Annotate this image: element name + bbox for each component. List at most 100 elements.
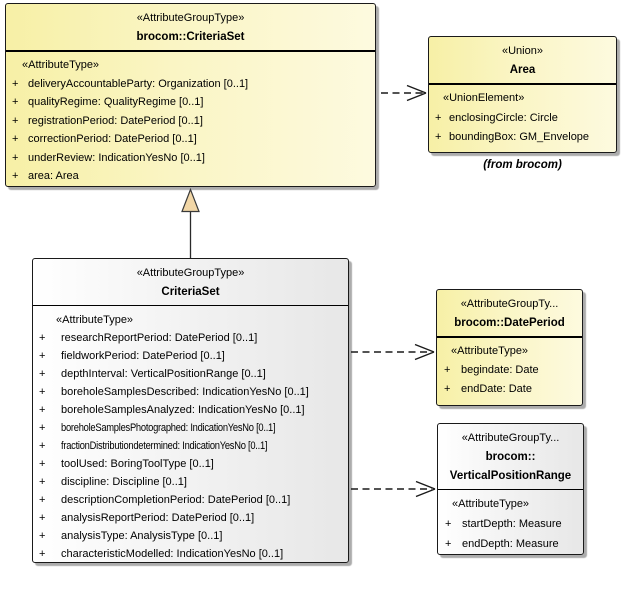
- attribute-row: + underReview: IndicationYesNo [0..1]: [6, 149, 375, 168]
- attribute-text: underReview: IndicationYesNo [0..1]: [28, 151, 205, 164]
- attribute-text: researchReportPeriod: DatePeriod [0..1]: [61, 332, 258, 344]
- class-box-brocom-criteriaset[interactable]: «AttributeGroupType» brocom::CriteriaSet…: [5, 3, 376, 187]
- stereotype-label: «AttributeGroupType»: [136, 267, 245, 279]
- attribute-text: registrationPeriod: DatePeriod [0..1]: [28, 114, 203, 127]
- visibility-plus: +: [39, 422, 46, 434]
- attribute-row: +startDepth: Measure: [438, 514, 583, 534]
- attributes-compartment: «UnionElement» +enclosingCircle: Circle …: [429, 85, 616, 148]
- attribute-text: endDepth: Measure: [462, 538, 559, 550]
- visibility-plus: +: [39, 404, 46, 416]
- visibility-plus: +: [444, 383, 451, 395]
- attribute-row: +correctionPeriod: DatePeriod [0..1]: [6, 130, 375, 149]
- class-box-brocom-dateperiod[interactable]: «AttributeGroupTy... brocom::DatePeriod …: [436, 289, 583, 406]
- visibility-plus: +: [39, 332, 46, 344]
- class-name-line1: brocom::: [485, 451, 536, 463]
- attribute-text: depthInterval: VerticalPositionRange [0.…: [61, 368, 266, 380]
- stereotype-label: «AttributeGroupType»: [136, 12, 245, 24]
- attribute-row: + qualityRegime: QualityRegime [0..1]: [6, 93, 375, 112]
- attribute-text: enclosingCircle: Circle: [449, 111, 558, 124]
- attribute-row: + begindate: Date: [437, 361, 582, 380]
- attributes-compartment: «AttributeType» +startDepth: Measure + en…: [438, 490, 583, 554]
- attribute-row: + analysisReportPeriod: DatePeriod [0..1]: [33, 509, 348, 527]
- class-header: «AttributeGroupType» brocom::CriteriaSet: [6, 4, 375, 52]
- attributes-compartment: «AttributeType» + deliveryAccountablePart…: [6, 52, 375, 186]
- visibility-plus: +: [39, 548, 46, 560]
- visibility-plus: +: [435, 111, 442, 124]
- attribute-row: + analysisType: AnalysisType [0..1]: [33, 527, 348, 545]
- class-box-area[interactable]: «Union» Area «UnionElement» + enclosingCi…: [428, 36, 617, 153]
- attribute-row: + enclosingCircle: Circle: [429, 109, 616, 129]
- attributes-section-label: «AttributeType»: [56, 314, 134, 326]
- visibility-plus: +: [445, 518, 452, 530]
- attribute-text: toolUsed: BoringToolType [0..1]: [61, 458, 214, 470]
- class-name-line2: VerticalPositionRange: [449, 470, 572, 482]
- from-brocom-caption: (from brocom): [483, 159, 562, 171]
- class-name: brocom::DatePeriod: [454, 317, 565, 329]
- visibility-plus: +: [12, 77, 19, 90]
- attribute-row: + area: Area: [6, 167, 375, 186]
- attribute-row: +fieldworkPeriod: DatePeriod [0..1]: [33, 347, 348, 365]
- visibility-plus: +: [39, 530, 46, 542]
- attribute-row: +fractionDistributiondetermined: Indicat…: [33, 437, 348, 455]
- attribute-row: + discipline: Discipline [0..1]: [33, 473, 348, 491]
- visibility-plus: +: [39, 512, 46, 524]
- visibility-plus: +: [12, 170, 19, 182]
- attribute-row: + registrationPeriod: DatePeriod [0..1]: [6, 112, 375, 131]
- attribute-row: + boreholeSamplesDescribed: IndicationYes…: [33, 383, 348, 401]
- attribute-row: + boreholeSamplesAnalyzed: IndicationYesN…: [33, 401, 348, 419]
- visibility-plus: +: [39, 440, 46, 452]
- class-box-brocom-verticalpositionrange[interactable]: «AttributeGroupTy... brocom:: VerticalPo…: [437, 423, 584, 555]
- class-name: brocom::CriteriaSet: [136, 31, 245, 43]
- attribute-text: begindate: Date: [461, 364, 539, 376]
- attribute-text: boreholeSamplesDescribed: IndicationYesN…: [61, 386, 309, 398]
- class-header: «AttributeGroupType» CriteriaSet: [33, 259, 348, 306]
- visibility-plus: +: [12, 151, 19, 164]
- class-header: «AttributeGroupTy... brocom:: VerticalPo…: [438, 424, 583, 490]
- attribute-text: deliveryAccountableParty: Organization […: [28, 77, 249, 90]
- class-box-criteriaset[interactable]: «AttributeGroupType» CriteriaSet «Attrib…: [32, 258, 349, 563]
- attribute-text: analysisReportPeriod: DatePeriod [0..1]: [61, 512, 255, 524]
- visibility-plus: +: [445, 538, 452, 550]
- generalization-arrow[interactable]: [181, 187, 200, 259]
- visibility-plus: +: [39, 386, 46, 398]
- attribute-text: correctionPeriod: DatePeriod [0..1]: [28, 133, 197, 145]
- visibility-plus: +: [39, 458, 46, 470]
- attribute-row: + characteristicModelled: IndicationYesNo…: [33, 545, 348, 562]
- visibility-plus: +: [39, 350, 46, 362]
- visibility-plus: +: [12, 96, 19, 108]
- dependency-arrow-verticalpositionrange[interactable]: [351, 480, 436, 498]
- attribute-row: + deliveryAccountableParty: Organization …: [6, 75, 375, 94]
- visibility-plus: +: [444, 364, 451, 376]
- class-name: Area: [509, 64, 536, 76]
- visibility-plus: +: [435, 131, 442, 143]
- attributes-section-label: «UnionElement»: [443, 92, 525, 104]
- attributes-section-label: «AttributeType»: [22, 59, 100, 71]
- attribute-text: boundingBox: GM_Envelope: [449, 131, 590, 143]
- visibility-plus: +: [39, 494, 46, 506]
- visibility-plus: +: [39, 368, 46, 380]
- stereotype-label: «Union»: [502, 45, 543, 57]
- dependency-arrow-area[interactable]: [381, 84, 427, 102]
- attribute-text: discipline: Discipline [0..1]: [61, 476, 187, 488]
- attributes-section-label: «AttributeType»: [451, 345, 529, 357]
- visibility-plus: +: [12, 114, 19, 127]
- attribute-row: + depthInterval: VerticalPositionRange [0…: [33, 365, 348, 383]
- attribute-row: + endDepth: Measure: [438, 534, 583, 554]
- attribute-text: endDate: Date: [461, 383, 532, 395]
- attribute-text: analysisType: AnalysisType [0..1]: [61, 530, 223, 542]
- attribute-text: descriptionCompletionPeriod: DatePeriod …: [61, 494, 291, 506]
- attribute-text: characteristicModelled: IndicationYesNo …: [61, 548, 284, 560]
- attributes-compartment: «AttributeType» + begindate: Date + endDat…: [437, 338, 582, 399]
- attributes-compartment: «AttributeType» + researchReportPeriod: D…: [33, 306, 348, 562]
- attribute-text: boreholeSamplesPhotographed: IndicationY…: [61, 422, 276, 434]
- attribute-row: + descriptionCompletionPeriod: DatePeriod…: [33, 491, 348, 509]
- attribute-text: boreholeSamplesAnalyzed: IndicationYesNo…: [61, 404, 305, 416]
- attribute-text: area: Area: [28, 170, 79, 182]
- attribute-text: qualityRegime: QualityRegime [0..1]: [28, 96, 204, 108]
- attribute-row: + toolUsed: BoringToolType [0..1]: [33, 455, 348, 473]
- dependency-arrow-dateperiod[interactable]: [351, 343, 435, 361]
- attributes-section-label: «AttributeType»: [452, 498, 530, 510]
- attribute-row: + boreholeSamplesPhotographed: Indication…: [33, 419, 348, 437]
- attribute-row: + endDate: Date: [437, 380, 582, 399]
- visibility-plus: +: [39, 476, 46, 488]
